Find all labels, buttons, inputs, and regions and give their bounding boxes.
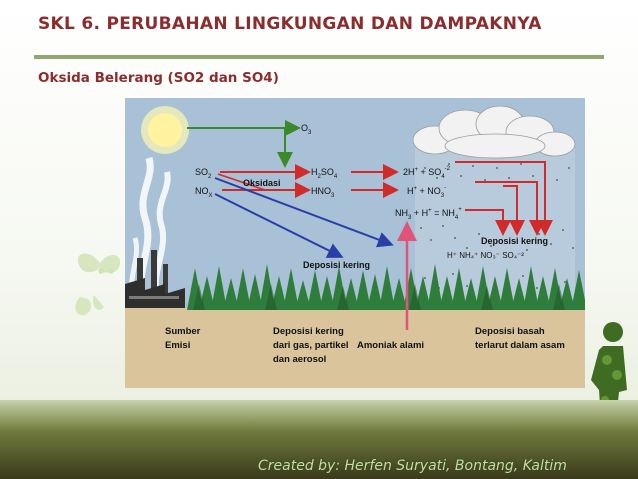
forest-trees xyxy=(187,264,585,310)
dep-basah-label-2: terlarut dalam asam xyxy=(475,340,565,351)
butterfly-decoration-small xyxy=(98,268,114,274)
deposisi-kering-mid-label: Deposisi kering xyxy=(303,260,370,270)
factory-icon xyxy=(125,156,185,308)
h2so4-label: H2SO4 xyxy=(311,167,338,180)
nox-label: NOX xyxy=(195,186,213,199)
so2-label: SO2 xyxy=(195,167,212,180)
ion-2h-label: 2H+ + SO4-2 xyxy=(403,166,451,180)
emisi-label: Emisi xyxy=(165,340,190,351)
soil-area xyxy=(125,308,585,388)
page-title: SKL 6. PERUBAHAN LINGKUNGAN DAN DAMPAKNY… xyxy=(38,14,542,34)
ammonia-reaction-label: NH3 + H+ = NH4+ xyxy=(395,207,462,221)
cloud-icon xyxy=(412,105,576,159)
deposisi-kering-top-label: Deposisi kering xyxy=(481,236,548,246)
chemical-labels: O3 SO2 NOX Oksidasi H2SO4 HNO3 2H+ + SO4… xyxy=(195,123,548,270)
dep-gas-label-1: Deposisi kering xyxy=(273,326,344,337)
sumber-label: Sumber xyxy=(165,326,201,337)
amoniak-label: Amoniak alami xyxy=(357,340,424,351)
dep-basah-label-1: Deposisi basah xyxy=(475,326,545,337)
footer-credit: Created by: Herfen Suryati, Bontang, Kal… xyxy=(258,458,567,474)
ground-strip xyxy=(0,400,638,479)
wet-ions-label: H⁺ NH₄⁺ NO₃⁻ SO₄⁻² xyxy=(447,251,524,260)
ground-labels: Sumber Emisi Deposisi kering dari gas, p… xyxy=(165,326,565,365)
dep-gas-label-2: dari gas, partikel xyxy=(273,340,349,351)
dep-gas-label-3: dan aerosol xyxy=(273,354,326,365)
page-subtitle: Oksida Belerang (SO2 dan SO4) xyxy=(38,70,279,86)
butterfly-decoration xyxy=(75,253,121,316)
oksidasi-label: Oksidasi xyxy=(243,178,281,188)
title-divider xyxy=(34,55,604,59)
reaction-arrows xyxy=(187,120,553,330)
sun-icon xyxy=(141,106,189,154)
ion-h-no3-label: H+ + NO3- xyxy=(407,185,446,199)
hno3-label: HNO3 xyxy=(311,186,335,199)
o3-label: O3 xyxy=(301,123,312,136)
acid-deposition-diagram: O3 SO2 NOX Oksidasi H2SO4 HNO3 2H+ + SO4… xyxy=(125,98,585,388)
